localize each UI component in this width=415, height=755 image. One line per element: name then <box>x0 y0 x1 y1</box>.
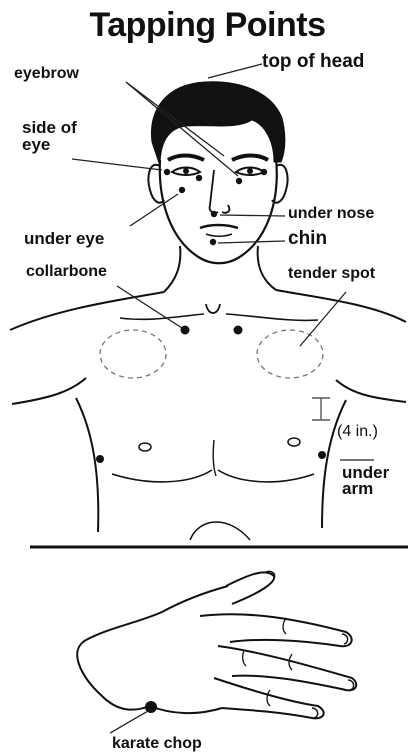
dot-eyebrow-right <box>236 178 242 184</box>
label-chin: chin <box>288 229 327 248</box>
dot-side-of-eye <box>164 169 170 175</box>
mouth <box>200 225 238 228</box>
dot-side-of-eye-right <box>261 169 267 175</box>
label-collarbone: collarbone <box>26 264 107 280</box>
left-arm-outer <box>12 378 86 404</box>
dot-chin <box>210 239 216 245</box>
hand-pinky-finger <box>214 678 324 718</box>
right-eyebrow <box>232 156 268 161</box>
label-under-nose: under nose <box>288 206 374 222</box>
label-eyebrow: eyebrow <box>14 66 79 82</box>
leader-tender-spot <box>300 292 346 346</box>
dot-collarbone-left <box>181 326 190 335</box>
label-top-of-head: top of head <box>262 52 364 71</box>
hair <box>151 82 284 166</box>
abdomen-arc <box>190 522 250 540</box>
right-pec <box>218 470 314 482</box>
hand-ring-finger <box>218 646 356 690</box>
leader-top-of-head <box>208 64 262 78</box>
left-shoulder <box>10 292 164 330</box>
label-under-eye: under eye <box>24 230 104 247</box>
tender-spot-left <box>100 330 166 378</box>
right-shoulder <box>276 290 406 322</box>
dot-under-nose <box>211 211 217 217</box>
dot-under-arm-left <box>96 455 104 463</box>
knuckle-marks <box>243 618 292 706</box>
dot-eyebrow <box>196 175 202 181</box>
label-under-arm-line2: arm <box>342 480 373 497</box>
hand-wrist <box>102 696 150 710</box>
hand-index-finger <box>226 572 274 604</box>
left-pec <box>112 470 212 482</box>
left-nipple <box>139 443 151 451</box>
label-side-of-eye-line1: side of <box>22 119 77 136</box>
tapping-dots <box>96 169 326 713</box>
tender-spot-right <box>257 330 323 378</box>
dot-collarbone-right <box>234 326 243 335</box>
leader-chin <box>218 241 285 243</box>
label-side-of-eye-line2: eye <box>22 136 50 153</box>
label-karate-chop: karate chop <box>112 736 202 752</box>
left-eyebrow <box>168 156 204 161</box>
label-measurement: (4 in.) <box>337 424 378 440</box>
leader-collarbone <box>117 286 182 328</box>
leader-karate-chop <box>110 711 148 733</box>
label-tender-spot: tender spot <box>288 266 375 282</box>
neck-left <box>164 246 180 292</box>
sternum <box>213 440 216 476</box>
hand-middle-finger <box>200 614 352 646</box>
lower-lip <box>206 234 232 236</box>
left-torso <box>76 398 98 532</box>
dot-under-arm-right <box>318 451 326 459</box>
hand-thumb-edge <box>150 706 222 713</box>
right-clavicle <box>226 314 318 320</box>
dot-under-eye <box>179 187 185 193</box>
measurement-marker <box>312 398 330 420</box>
nose <box>210 170 230 213</box>
left-pupil <box>183 168 189 174</box>
leader-side-of-eye <box>72 159 162 170</box>
right-pupil <box>247 168 253 174</box>
fingernails <box>266 571 354 718</box>
throat-notch <box>206 304 220 313</box>
right-arm-outer <box>336 380 406 402</box>
leader-under-nose <box>220 215 285 216</box>
neck-right <box>258 246 276 290</box>
right-nipple <box>288 438 300 446</box>
hand-palm <box>77 586 228 696</box>
